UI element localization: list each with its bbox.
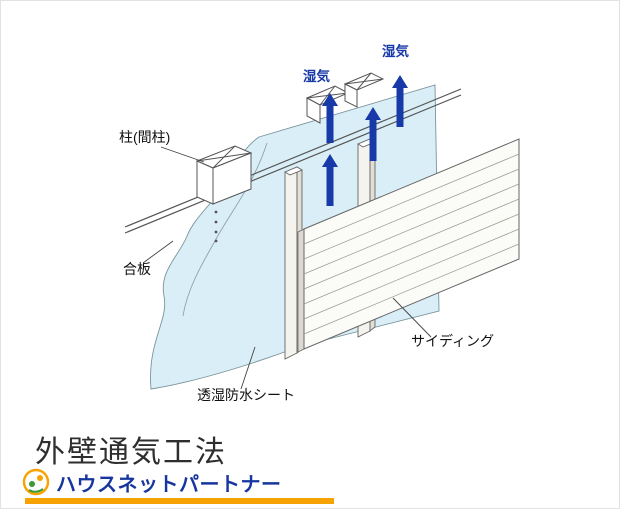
wall-ventilation-diagram: 湿気 湿気 柱(間柱) 合板 透湿防水シート サイディング xyxy=(119,43,520,403)
brand-row: ハウスネットパートナー xyxy=(21,467,282,497)
siding-board-lines xyxy=(303,153,520,335)
page-title: 外壁通気工法 xyxy=(35,436,227,469)
moisture-arrow-1 xyxy=(322,93,338,143)
brand-name: ハウスネットパートナー xyxy=(56,473,282,496)
cut-section-box-left xyxy=(305,85,350,124)
moisture-arrow-3 xyxy=(365,107,381,161)
siding-leader-line xyxy=(392,297,432,338)
cut-section-box-right xyxy=(343,72,385,108)
plywood-label: 合板 xyxy=(123,261,151,277)
moisture-label-right: 湿気 xyxy=(382,43,409,59)
brand-accent-bar xyxy=(25,498,334,504)
sheet-leader-line xyxy=(240,346,256,390)
pillar-leader-line xyxy=(160,146,205,163)
moisture-label-left: 湿気 xyxy=(303,68,330,84)
pillar-nail-dots xyxy=(214,210,218,243)
brand-logo-icon xyxy=(22,468,50,496)
pillar-label: 柱(間柱) xyxy=(119,129,170,145)
pillar-box xyxy=(195,145,253,205)
wall-rail-line-lower xyxy=(124,94,462,234)
sheet-label: 透湿防水シート xyxy=(197,387,295,403)
wall-rail-line-upper xyxy=(124,88,462,228)
moisture-arrow-2 xyxy=(322,154,338,206)
plywood-leader-line xyxy=(142,240,174,264)
moisture-arrow-4 xyxy=(392,75,408,127)
siding-panel xyxy=(297,138,520,353)
siding-label: サイディング xyxy=(411,333,494,349)
